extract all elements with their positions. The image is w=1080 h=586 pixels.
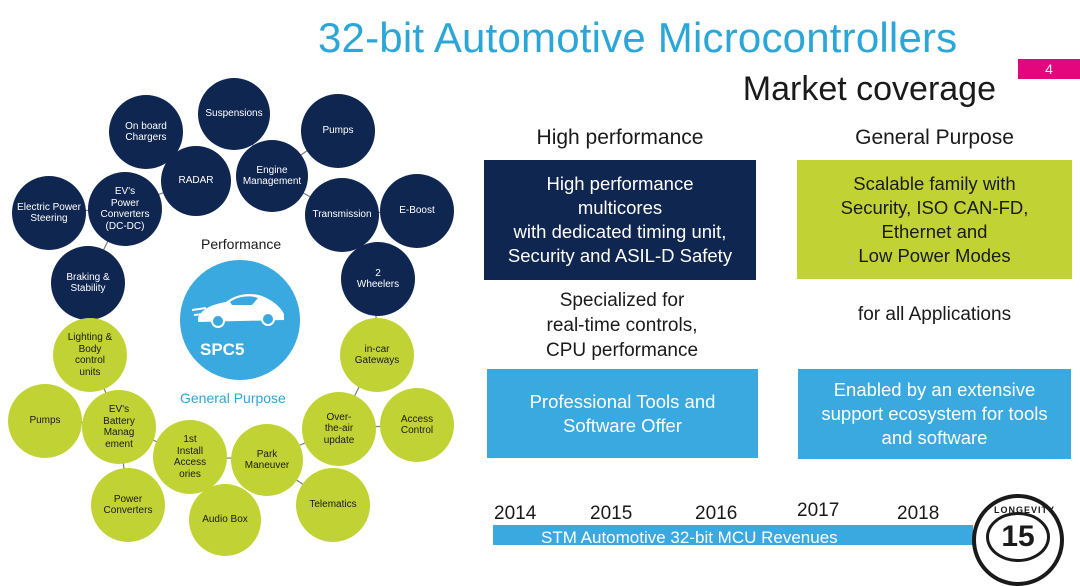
app-circle-power-converters: Power Converters	[91, 468, 165, 542]
app-circle-access-control: Access Control	[380, 388, 454, 462]
app-circle-transmission: Transmission	[305, 178, 379, 252]
high-performance-box: High performance multicores with dedicat…	[484, 160, 756, 280]
slide-title: 32-bit Automotive Microcontrollers	[318, 14, 958, 61]
app-circle-audio-box: Audio Box	[189, 484, 261, 556]
app-circle-ev-battery-management: EV's Battery Manag ement	[82, 390, 156, 464]
page-number-badge: 4	[1018, 59, 1080, 79]
general-purpose-heading: General Purpose	[855, 126, 1014, 149]
revenue-bar: STM Automotive 32-bit MCU Revenues	[493, 525, 973, 545]
app-circle-engine-management: Engine Management	[236, 140, 308, 212]
app-circle-lighting-body: Lighting & Body control units	[53, 318, 127, 392]
app-circle-pumps-gp: Pumps	[8, 384, 82, 458]
app-circle-2-wheelers: 2 Wheelers	[341, 242, 415, 316]
app-circle-e-boost: E-Boost	[380, 174, 454, 248]
car-icon	[192, 294, 284, 328]
app-circle-install-accessories: 1st Install Access ories	[153, 420, 227, 494]
app-circle-radar: RADAR	[161, 146, 231, 216]
year-label-2015: 2015	[590, 503, 633, 524]
longevity-badge-label: LONGEVITY	[994, 505, 1056, 515]
general-purpose-label: General Purpose	[180, 390, 286, 406]
year-label-2017: 2017	[797, 500, 840, 521]
app-circle-park-maneuver: Park Maneuver	[231, 424, 303, 496]
spc5-logo-text: SPC5	[200, 340, 245, 359]
year-label-2018: 2018	[897, 503, 940, 524]
app-circle-ev-power-converters: EV's Power Converters (DC-DC)	[88, 172, 162, 246]
general-purpose-description: for all Applications	[857, 304, 1012, 325]
performance-label: Performance	[201, 236, 282, 252]
app-circle-telematics: Telematics	[296, 468, 370, 542]
slide-subtitle: Market coverage	[742, 70, 996, 108]
app-circle-pumps-perf: Pumps	[301, 94, 375, 168]
year-label-2016: 2016	[695, 503, 738, 524]
year-label-2014: 2014	[494, 503, 537, 524]
professional-tools-box: Professional Tools and Software Offer	[487, 369, 758, 458]
high-performance-description: Specialized for real-time controls, CPU …	[545, 290, 699, 361]
app-circle-over-the-air-update: Over- the-air update	[302, 392, 376, 466]
app-circle-braking-stability: Braking & Stability	[51, 246, 125, 320]
app-circle-in-car-gateways: in-car Gateways	[340, 318, 414, 392]
app-circle-suspensions: Suspensions	[198, 78, 270, 150]
longevity-badge-number: 15	[986, 512, 1050, 562]
support-ecosystem-box: Enabled by an extensive support ecosyste…	[798, 369, 1071, 459]
app-circle-electric-power-steering: Electric Power Steering	[12, 176, 86, 250]
general-purpose-box: Scalable family with Security, ISO CAN-F…	[797, 160, 1072, 279]
high-performance-heading: High performance	[536, 126, 704, 149]
